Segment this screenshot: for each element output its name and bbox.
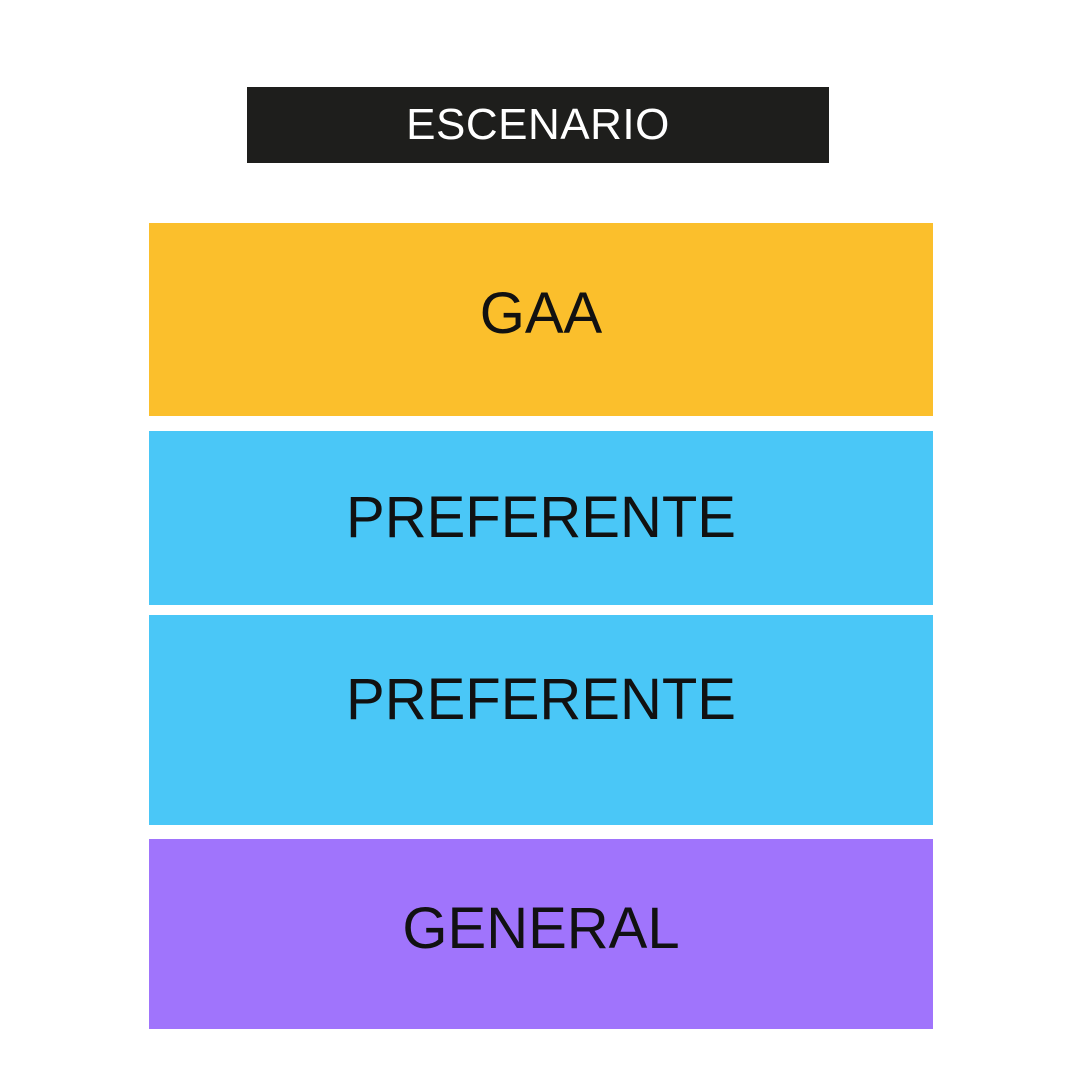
stage-label: ESCENARIO bbox=[406, 100, 670, 149]
zone-preferente-2-label: PREFERENTE bbox=[346, 667, 736, 732]
zone-preferente-1[interactable]: PREFERENTE bbox=[149, 431, 933, 605]
zone-gaa[interactable]: GAA bbox=[149, 223, 933, 416]
zone-preferente-2[interactable]: PREFERENTE bbox=[149, 615, 933, 825]
zone-general-label: GENERAL bbox=[402, 896, 680, 961]
zone-preferente-1-label: PREFERENTE bbox=[346, 485, 736, 550]
zone-gaa-label: GAA bbox=[479, 280, 603, 346]
stage-block: ESCENARIO bbox=[247, 87, 829, 163]
zone-general[interactable]: GENERAL bbox=[149, 839, 933, 1029]
